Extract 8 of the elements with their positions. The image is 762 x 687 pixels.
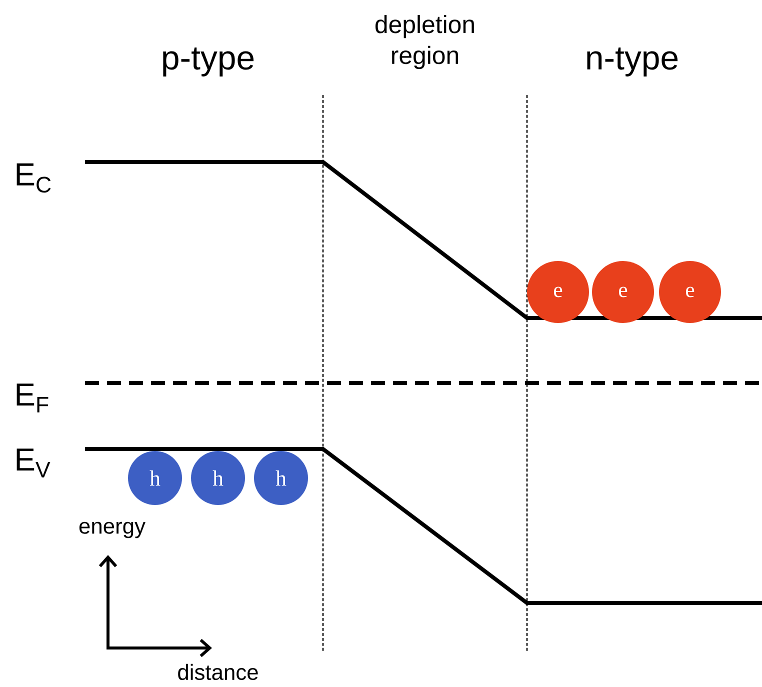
axis-label: energy: [79, 522, 146, 538]
energy-level-label: E$_{V}$: [16, 448, 50, 478]
axis-label: distance: [178, 664, 258, 680]
region-label: p-type: [163, 48, 254, 76]
energy-level-label: E$_{C}$: [16, 163, 51, 193]
region-label: n-type: [587, 48, 678, 76]
energy-level-label: E$_{F}$: [16, 384, 48, 412]
region-label: depletion region: [376, 14, 474, 70]
